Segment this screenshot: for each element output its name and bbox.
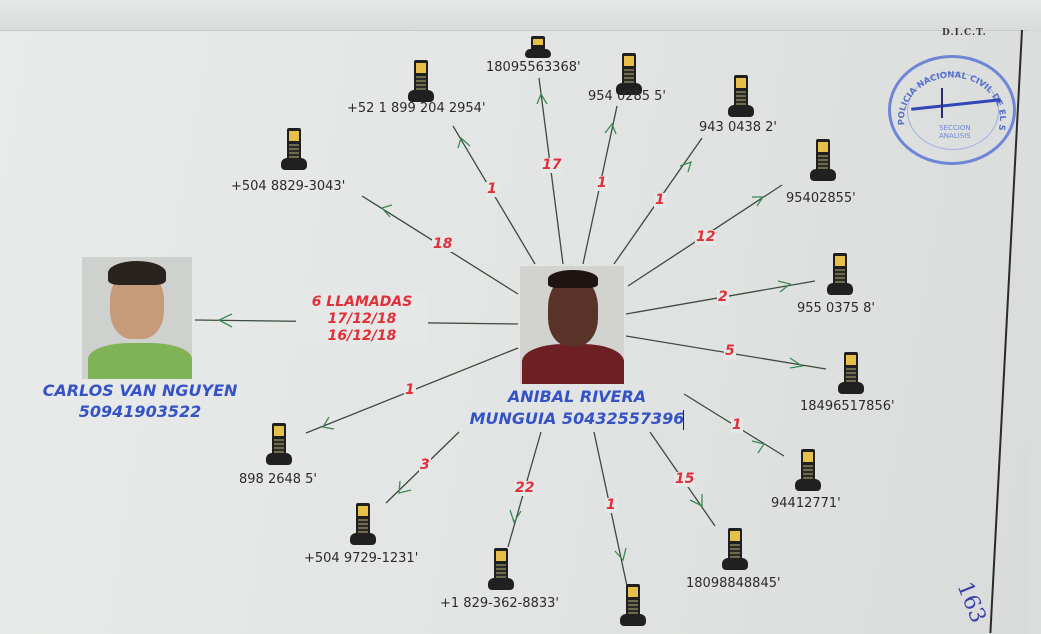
call-count: 5: [724, 343, 736, 359]
police-stamp: POLICIA NACIONAL CIVIL DE EL SALVADOR SE…: [888, 55, 1016, 165]
phone-icon: [810, 139, 836, 183]
call-count: 3: [419, 457, 431, 473]
photo-carlos-van-nguyen: [82, 257, 192, 379]
call-date-1: 17/12/18: [327, 311, 397, 327]
stamp-signature-cross: [941, 88, 943, 118]
contact-number: +504 9729-1231': [304, 551, 419, 566]
background-top-strip: [0, 0, 1041, 32]
call-count: 15: [674, 471, 696, 487]
phone-icon: [408, 60, 434, 104]
linked-call-summary: 6 LLAMADAS 17/12/18 16/12/18: [296, 294, 428, 345]
call-count: 1: [486, 181, 498, 197]
phone-icon: [728, 75, 754, 119]
contact-number: 18496517856': [800, 399, 895, 414]
call-count: 1: [654, 192, 666, 208]
call-count: 1: [596, 175, 608, 191]
photo-anibal-rivera-munguia: [520, 266, 624, 384]
contact-number: 955 0375 8': [797, 301, 876, 316]
call-count: 1: [404, 382, 416, 398]
call-date-2: 16/12/18: [327, 328, 397, 344]
contact-number: +504 8829-3043': [231, 179, 346, 194]
call-count: 2: [717, 289, 729, 305]
phone-icon: [827, 253, 853, 297]
contact-number: +1 829-362-8833': [440, 596, 559, 611]
linked-person-name: CARLOS VAN NGUYEN: [42, 381, 238, 400]
phone-icon: [616, 53, 642, 97]
call-count: 17: [541, 157, 563, 173]
linked-person-phone: 50941903522: [78, 402, 202, 421]
phone-icon: [722, 528, 748, 572]
contact-number: +52 1 899 204 2954': [347, 101, 486, 116]
call-count: 22: [514, 480, 536, 496]
phone-icon: [281, 128, 307, 172]
phone-icon: [795, 449, 821, 493]
stamp-section: SECCION ANALISIS: [939, 124, 971, 140]
phone-icon: [620, 584, 646, 628]
contact-number: 18095563368': [486, 60, 581, 75]
contact-number: 94412771': [771, 496, 841, 511]
phone-icon: [266, 423, 292, 467]
contact-number: 18098848845': [686, 576, 781, 591]
call-count: 1: [605, 497, 617, 513]
phone-icon: [525, 36, 551, 60]
call-count: 12: [695, 229, 717, 245]
phone-icon: [838, 352, 864, 396]
phone-icon: [488, 548, 514, 592]
phone-icon: [350, 503, 376, 547]
text-cursor: [683, 410, 684, 430]
svg-text:POLICIA NACIONAL CIVIL DE EL S: POLICIA NACIONAL CIVIL DE EL SALVADOR: [891, 58, 1007, 131]
contact-number: 898 2648 5': [239, 472, 318, 487]
contact-number: 95402855': [786, 191, 856, 206]
call-count: 1: [731, 417, 743, 433]
stamp-inner-ring: [907, 72, 999, 150]
contact-number: 954 0285 5': [588, 89, 667, 104]
call-count-label: 6 LLAMADAS: [311, 294, 413, 310]
call-count: 18: [432, 236, 454, 252]
contact-number: 943 0438 2': [699, 120, 778, 135]
central-person-name: ANIBAL RIVERA: [507, 387, 647, 406]
header-code: D.I.C.T.: [942, 28, 987, 38]
stamp-ring-text: POLICIA NACIONAL CIVIL DE EL SALVADOR: [891, 58, 1007, 131]
central-person-name-phone: MUNGUIA 50432557396: [469, 409, 685, 428]
